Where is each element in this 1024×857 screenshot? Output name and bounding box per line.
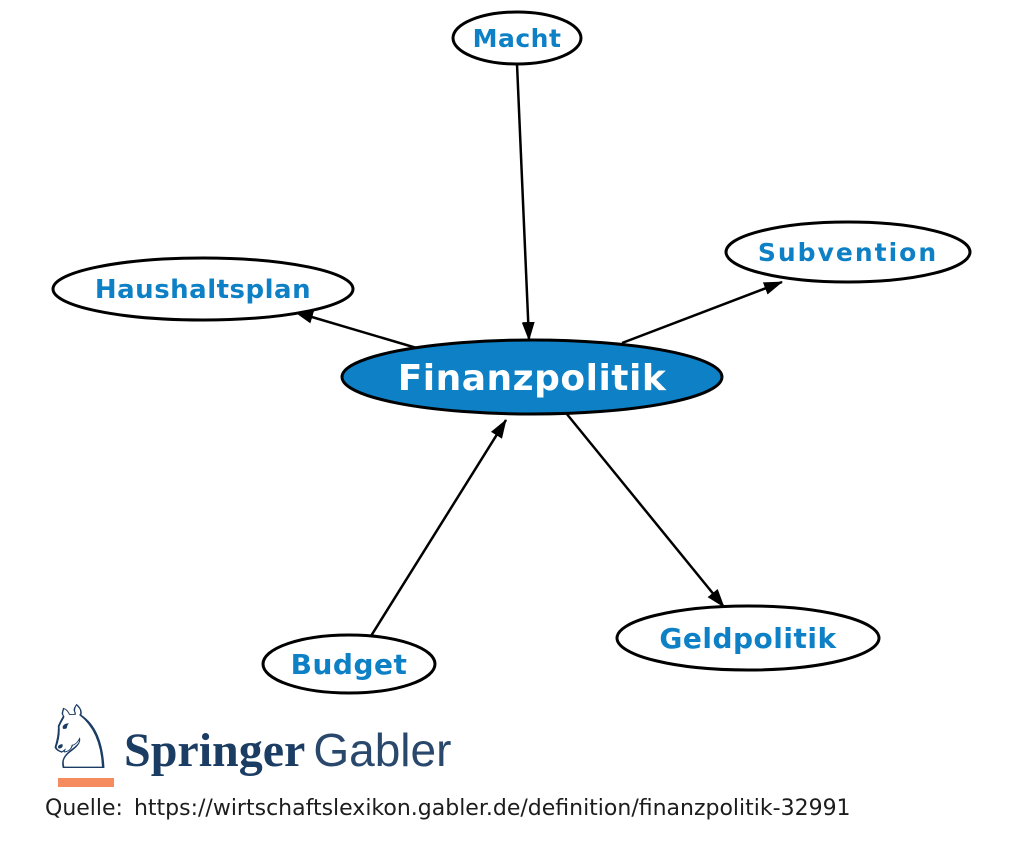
logo-brand-text: Springer <box>124 724 306 777</box>
edge-finanzpolitik-to-haushaltsplan <box>294 310 421 351</box>
source-line: Quelle: https://wirtschaftslexikon.gabler… <box>45 796 851 821</box>
springer-knight-icon: ♘ <box>40 686 119 789</box>
logo-orange-underline <box>58 778 114 787</box>
logo-suffix-text: Gabler <box>313 724 452 776</box>
node-macht-label: Macht <box>473 24 562 53</box>
node-subvention-label: Subvention <box>758 238 938 267</box>
node-budget-label: Budget <box>291 648 408 681</box>
node-budget: Budget <box>261 633 437 695</box>
edge-macht-to-finanzpolitik <box>515 63 535 341</box>
node-macht: Macht <box>451 10 583 66</box>
node-finanzpolitik-label: Finanzpolitik <box>398 358 667 399</box>
node-finanzpolitik-center: Finanzpolitik <box>340 338 724 416</box>
edge-finanzpolitik-to-geldpolitik <box>565 412 725 608</box>
edge-budget-to-finanzpolitik <box>369 419 508 637</box>
node-geldpolitik: Geldpolitik <box>615 604 881 672</box>
source-url: https://wirtschaftslexikon.gabler.de/def… <box>133 796 851 821</box>
edge-finanzpolitik-to-subvention <box>621 280 783 345</box>
concept-map-canvas: Macht Subvention Haushaltsplan Budget Ge… <box>51 10 972 695</box>
node-haushaltsplan: Haushaltsplan <box>51 256 355 322</box>
node-subvention: Subvention <box>724 220 972 284</box>
node-haushaltsplan-label: Haushaltsplan <box>95 275 311 305</box>
node-geldpolitik-label: Geldpolitik <box>659 622 837 655</box>
source-label: Quelle: <box>45 796 123 821</box>
